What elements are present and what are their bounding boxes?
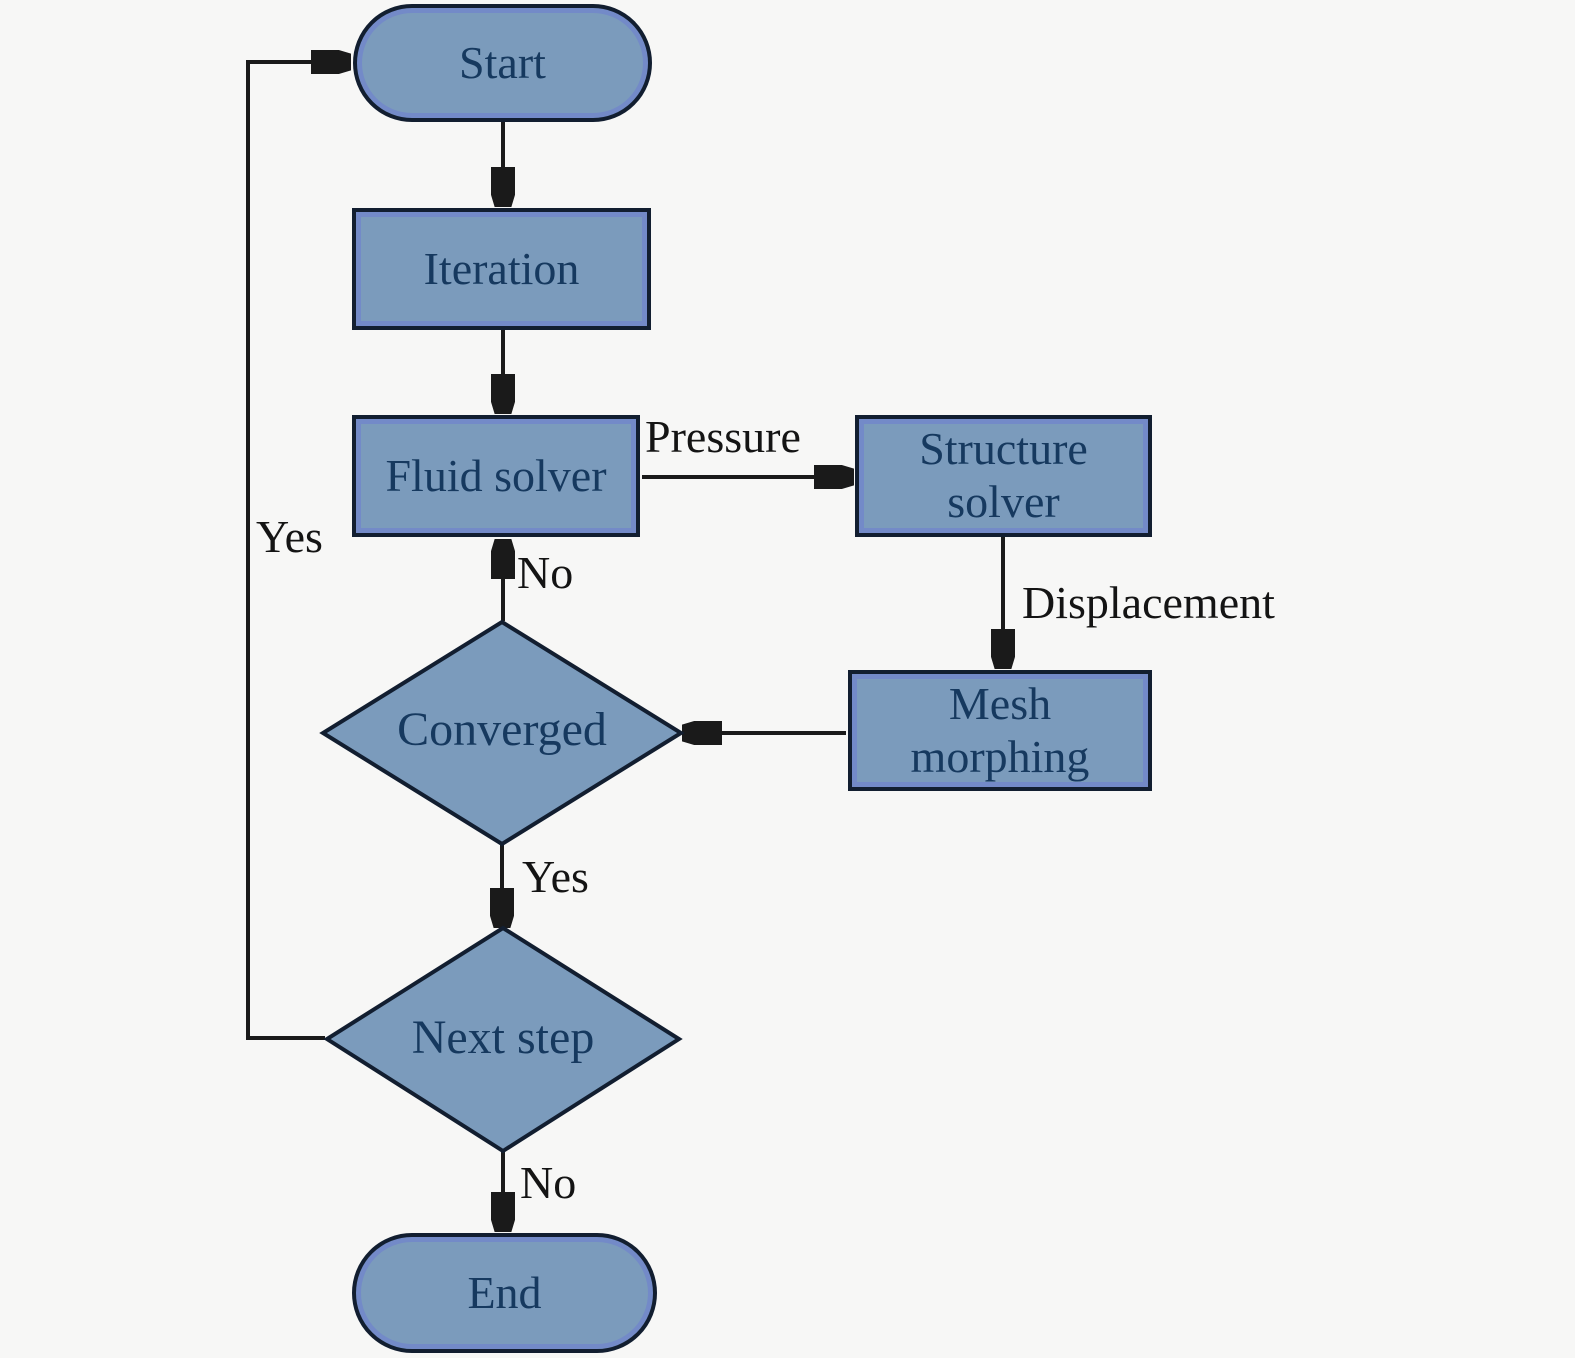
node-structure-solver: Structure solver xyxy=(855,415,1152,537)
node-mesh-morphing-label: Mesh morphing xyxy=(910,677,1090,782)
edge-label-pressure: Pressure xyxy=(645,411,801,462)
edge-label-no-converged: No xyxy=(517,547,574,598)
node-structure-solver-label: Structure solver xyxy=(919,423,1088,527)
node-next-step-shape xyxy=(323,925,683,1154)
node-converged-label: Converged xyxy=(397,703,607,756)
node-iteration-label: Iteration xyxy=(423,242,580,294)
node-fluid-solver: Fluid solver xyxy=(352,415,640,537)
edge-label-no-next-step: No xyxy=(520,1157,577,1208)
edge-label-displacement: Displacement xyxy=(1022,577,1275,628)
node-converged-shape xyxy=(319,619,685,847)
node-mesh-morphing: Mesh morphing xyxy=(848,670,1152,791)
node-end: End xyxy=(352,1233,657,1353)
node-end-label: End xyxy=(467,1266,542,1318)
node-start-label: Start xyxy=(459,36,546,88)
edge-label-yes-converged: Yes xyxy=(522,851,589,902)
node-start: Start xyxy=(353,4,652,122)
edge-next-step-yes-to-start xyxy=(246,62,345,1040)
node-next-step-label: Next step xyxy=(411,1011,595,1064)
edge-label-yes-loop: Yes xyxy=(256,511,323,562)
node-iteration: Iteration xyxy=(352,208,651,330)
node-fluid-solver-label: Fluid solver xyxy=(385,449,607,501)
